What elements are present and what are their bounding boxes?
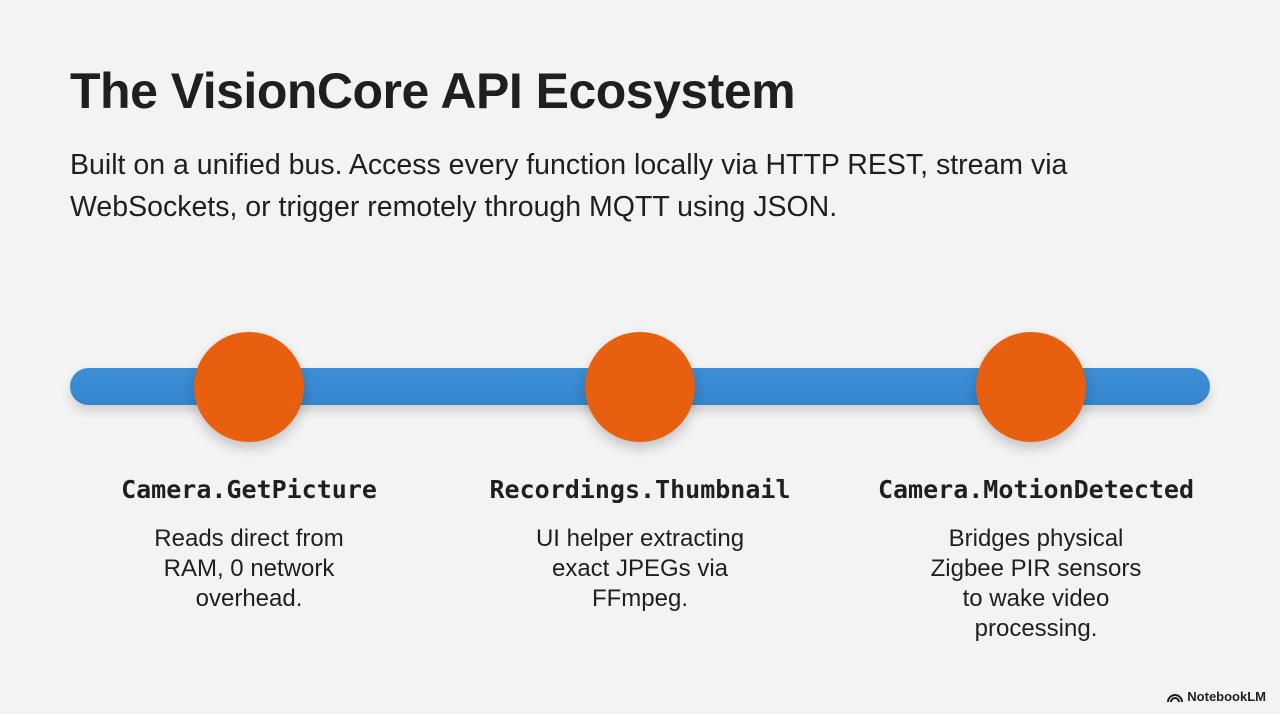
- node-label-group: Recordings.Thumbnail UI helper extractin…: [450, 472, 830, 614]
- node-camera-getpicture: [194, 332, 304, 442]
- node-camera-motiondetected: [976, 332, 1086, 442]
- function-name: Camera.GetPicture: [121, 475, 377, 504]
- function-description: UI helper extracting exact JPEGs via FFm…: [535, 525, 745, 612]
- slide-subtitle: Built on a unified bus. Access every fun…: [70, 149, 1068, 223]
- function-name: Camera.MotionDetected: [877, 475, 1195, 504]
- function-name: Recordings.Thumbnail: [489, 475, 791, 504]
- notebooklm-watermark: NotebookLM: [1167, 689, 1266, 704]
- node-recordings-thumbnail: [585, 332, 695, 442]
- brand-label: NotebookLM: [1187, 689, 1266, 704]
- node-label-group: Camera.GetPicture Reads direct from RAM,…: [59, 472, 439, 614]
- node-label-group: Camera.MotionDetected Bridges physical Z…: [846, 472, 1226, 644]
- notebooklm-logo-icon: [1167, 693, 1184, 702]
- slide-title: The VisionCore API Ecosystem: [70, 63, 796, 119]
- function-description: Bridges physical Zigbee PIR sensors to w…: [930, 525, 1142, 642]
- function-description: Reads direct from RAM, 0 network overhea…: [154, 525, 344, 612]
